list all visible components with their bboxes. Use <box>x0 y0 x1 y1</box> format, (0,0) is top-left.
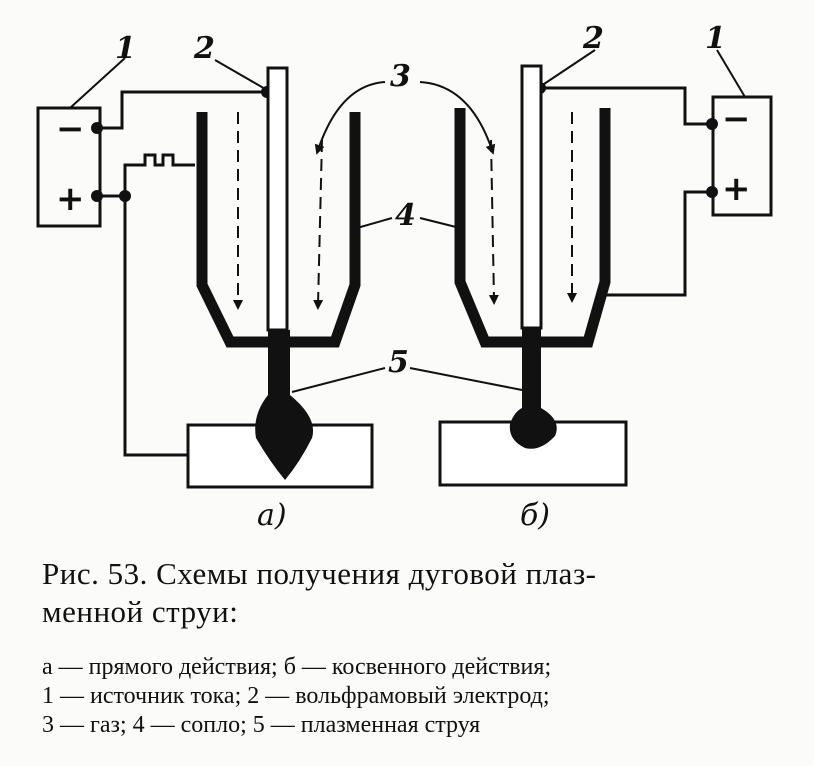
electrode-a <box>266 66 289 332</box>
plus-sign-b: + <box>722 169 751 209</box>
caption-legend: а — прямого действия; б — косвенного дей… <box>42 653 802 740</box>
scheme-a: − + <box>36 66 374 489</box>
figure-caption: Рис. 53. Схемы получения дуговой плаз- м… <box>42 555 802 740</box>
label-5: 5 <box>388 345 409 380</box>
scheme-b: − + <box>438 64 773 487</box>
electrode-b <box>520 64 543 330</box>
nozzle-a <box>196 112 361 348</box>
plasma-jet-diagram: − + − + <box>36 21 773 533</box>
plasma-jet-a <box>255 330 314 480</box>
label-1-left: 1 <box>115 31 136 66</box>
minus-sign-a: − <box>56 109 85 149</box>
label-1-right: 1 <box>705 21 726 56</box>
wire-minus-a <box>97 90 268 130</box>
subfigure-label-b: б) <box>520 498 550 533</box>
label-4: 4 <box>395 198 416 233</box>
wire-plus-nozzle-a <box>97 153 195 198</box>
power-source-a <box>36 106 102 228</box>
nozzle-b <box>454 108 611 348</box>
label-3: 3 <box>390 59 411 94</box>
caption-title-line-1: Рис. 53. Схемы получения дуговой плаз- <box>42 556 597 591</box>
legend-line: 1 — источник тока; 2 — вольфрамовый элек… <box>42 683 550 709</box>
minus-sign-b: − <box>722 99 751 139</box>
caption-title-line-2: менной струи: <box>42 594 239 629</box>
wire-minus-b <box>540 86 712 126</box>
plus-sign-a: + <box>56 179 85 219</box>
label-2-left: 2 <box>193 31 215 66</box>
subfigure-label-a: a) <box>257 498 287 533</box>
legend-line: 3 — газ; 4 — сопло; 5 — плазменная струя <box>42 712 481 738</box>
label-2-right: 2 <box>582 21 604 56</box>
wire-plus-b <box>605 190 712 297</box>
legend-line: а — прямого действия; б — косвенного дей… <box>42 654 552 680</box>
leader-lines <box>69 49 746 393</box>
power-source-b <box>711 95 773 217</box>
plasma-jet-b <box>509 328 557 449</box>
